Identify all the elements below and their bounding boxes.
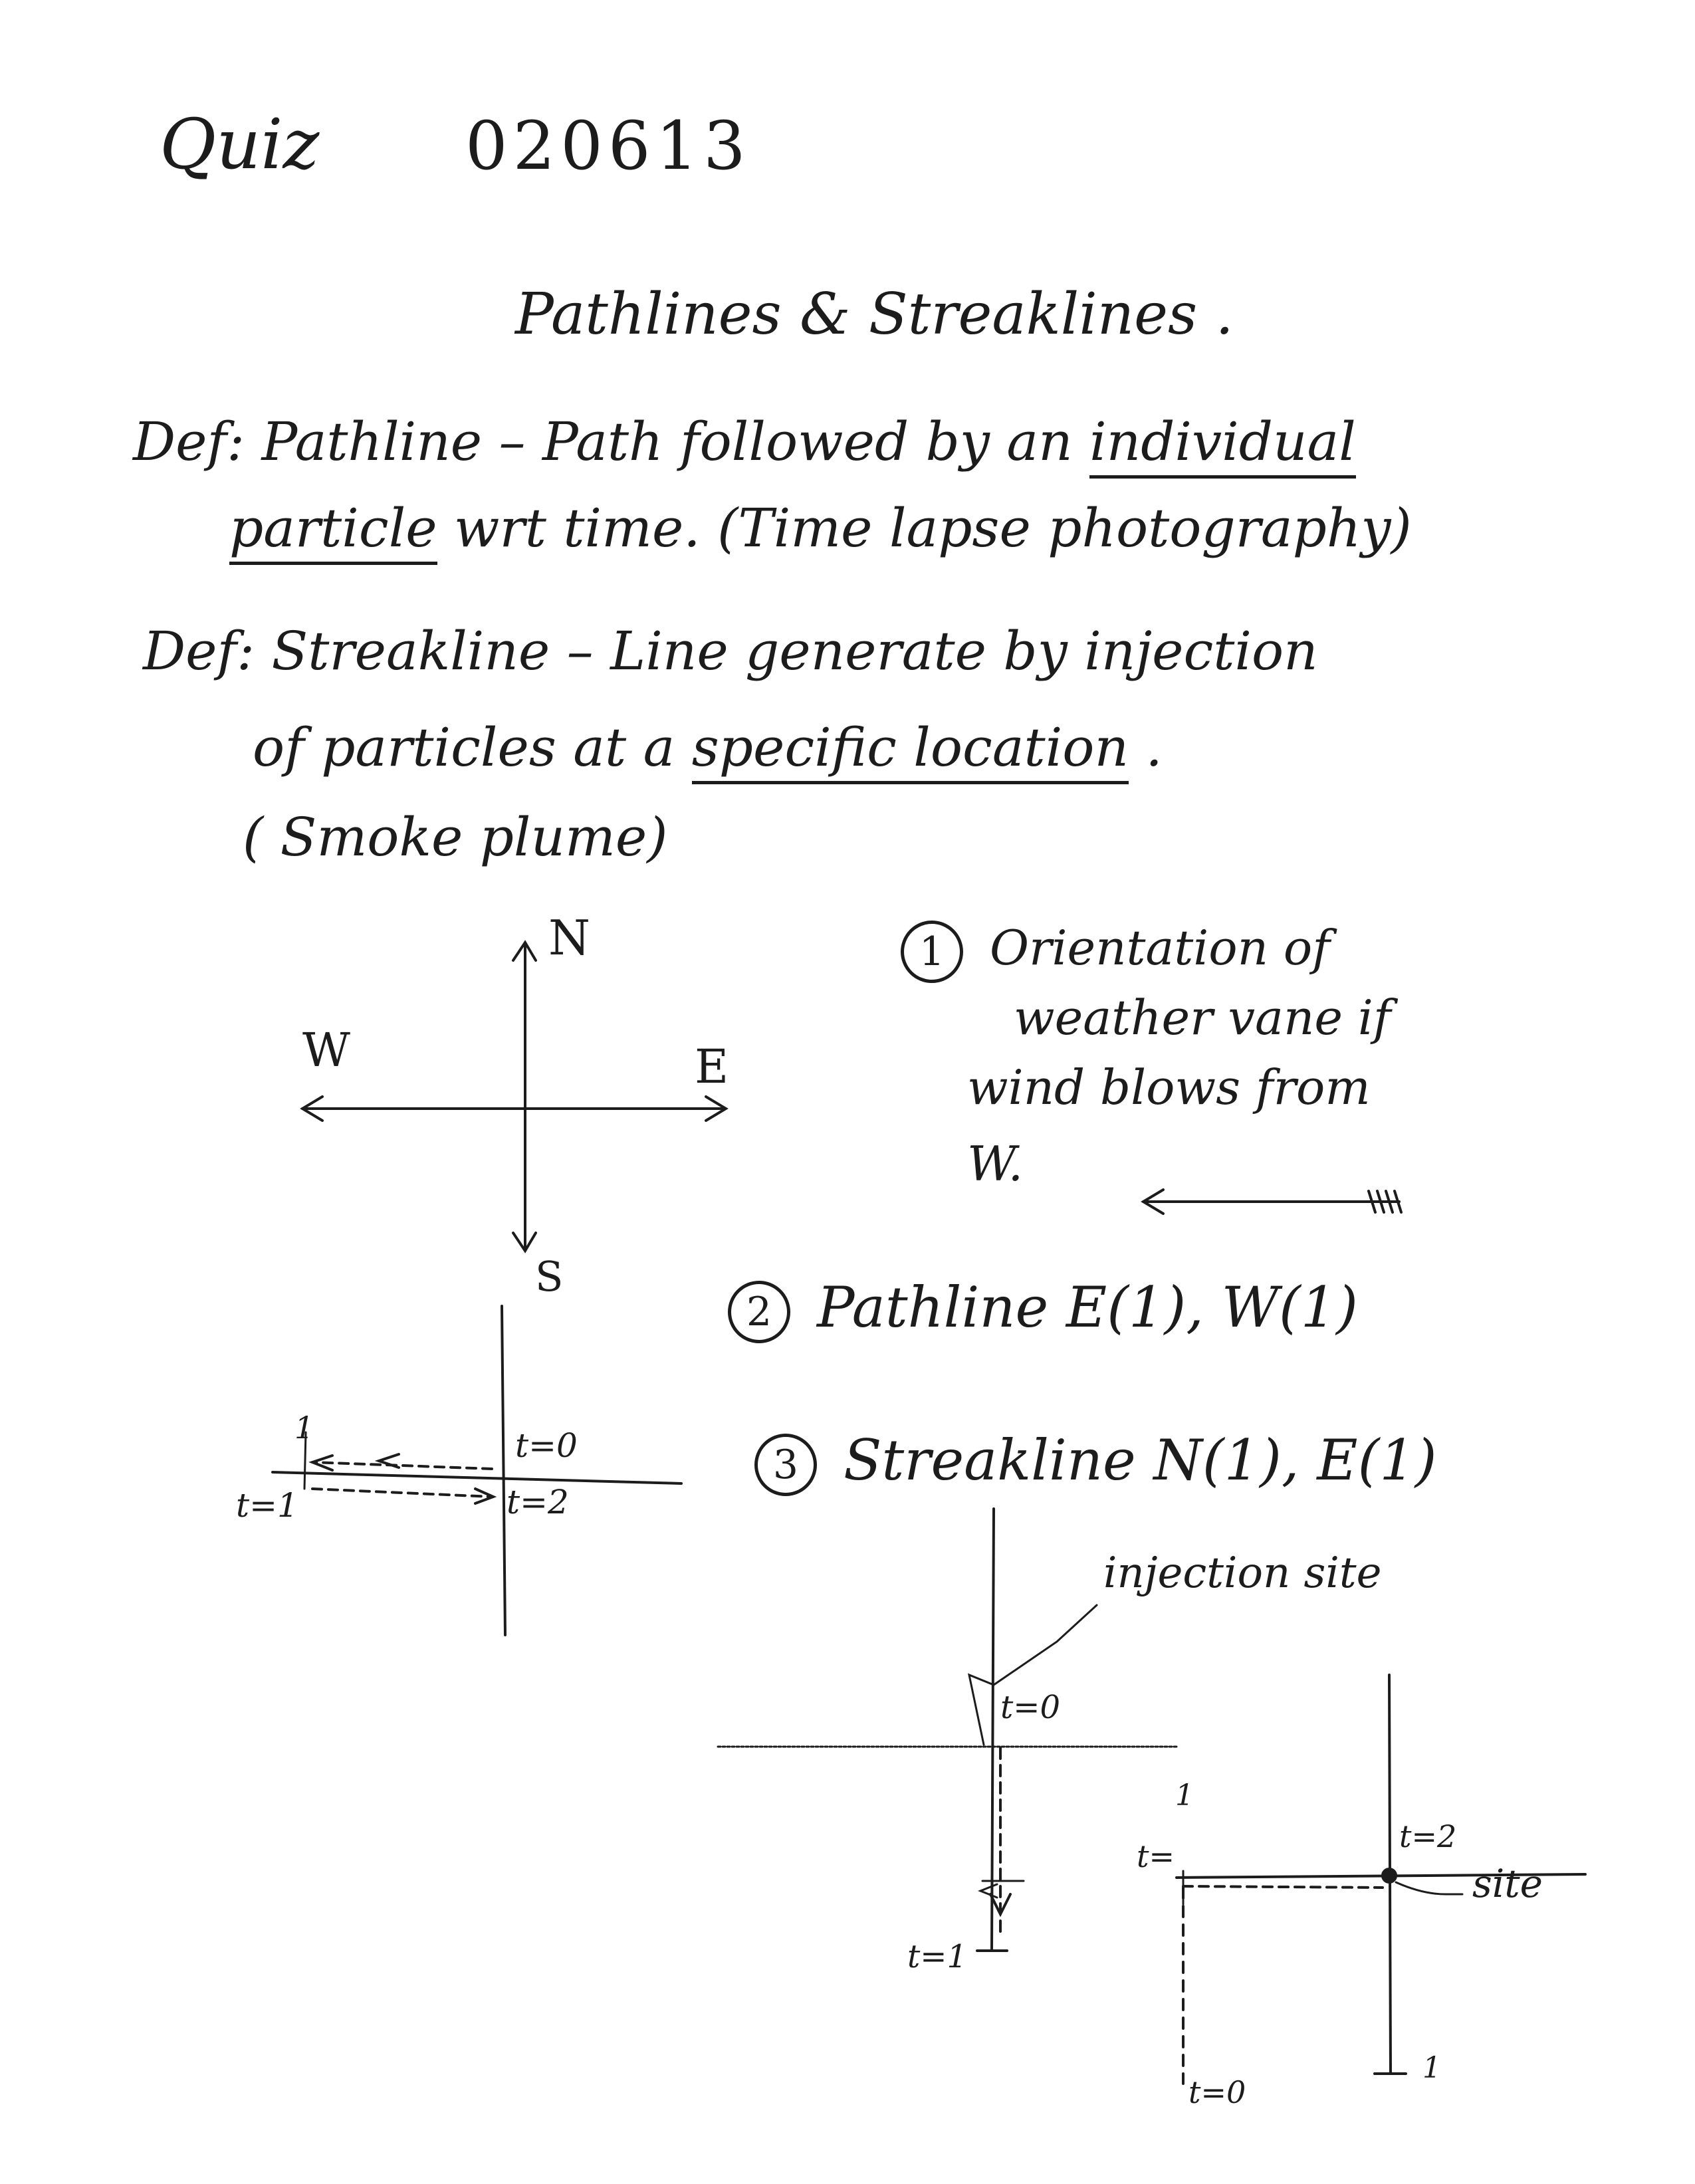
pathline-definition-line2: particle wrt time. (Time lapse photograp… (229, 497, 1412, 565)
pathline-def-text: Def: Pathline – Path followed by an (133, 411, 1073, 473)
compass-diagram (300, 940, 729, 1254)
pathline-definition-line1: Def: Pathline – Path followed by an indi… (133, 411, 1356, 479)
quiz-label: Quiz (160, 104, 320, 185)
pathline-t1-label: t=1 (236, 1486, 298, 1525)
streak1-t0-label: t=0 (1000, 1689, 1061, 1726)
question2-text: Pathline E(1), W(1) (817, 1275, 1358, 1340)
pathline-def-emphasis-individual: individual (1089, 411, 1356, 479)
streak2-tick-bottom: 1 (1422, 2051, 1441, 2085)
streakline-definition-line3: ( Smoke plume) (243, 806, 668, 868)
compass-west-label: W (302, 1023, 350, 1077)
question1-text-1: Orientation of (990, 920, 1330, 976)
pathline-def-emphasis-particle: particle (229, 497, 437, 565)
compass-east-label: E (695, 1039, 729, 1094)
streakline-definition-line2: of particles at a specific location . (253, 716, 1163, 784)
streakline-diagram-injection (717, 1507, 1178, 1952)
pathline-diagram (271, 1305, 683, 1636)
streak2-tick-top: 1 (1175, 1779, 1194, 1812)
streak1-t1-label: t=1 (907, 1938, 968, 1975)
streak2-t2-label: t=2 (1399, 1818, 1457, 1854)
streakline-diagram-site (1175, 1674, 1587, 2085)
page-subtitle: Pathlines & Streaklines . (515, 281, 1234, 348)
streakline-def-emphasis: specific location (691, 716, 1129, 784)
question1-number: 1 (901, 921, 963, 983)
compass-south-label: S (535, 1252, 564, 1301)
site-label: site (1472, 1861, 1543, 1906)
injection-site-label: injection site (1103, 1549, 1382, 1598)
pathline-t0-label: t=0 (515, 1426, 578, 1465)
question3-number: 3 (754, 1434, 817, 1496)
weather-vane-arrow (1141, 1188, 1403, 1215)
compass-north-label: N (548, 910, 590, 966)
question1-line1: 1 Orientation of (901, 921, 1330, 983)
pathline-t2-label: t=2 (507, 1483, 569, 1521)
streakline-definition-line1: Def: Streakline – Line generate by injec… (143, 620, 1318, 682)
streak2-t1-label: t= (1137, 1838, 1175, 1874)
pathline-def-text-2: wrt time. (Time lapse photography) (437, 497, 1412, 559)
question2-number: 2 (728, 1281, 790, 1343)
question3-text: Streakline N(1), E(1) (844, 1428, 1437, 1493)
quiz-number: 020613 (465, 107, 751, 185)
question1-line4: W. (967, 1136, 1024, 1192)
streakline-def-text: of particles at a (253, 716, 692, 778)
question1-line3: wind blows from (967, 1059, 1371, 1115)
streakline-def-text-end: . (1128, 716, 1163, 778)
streak2-t0-label: t=0 (1188, 2074, 1246, 2110)
pathline-tick-label: 1 (294, 1410, 314, 1446)
question1-line2: weather vane if (1014, 990, 1391, 1045)
